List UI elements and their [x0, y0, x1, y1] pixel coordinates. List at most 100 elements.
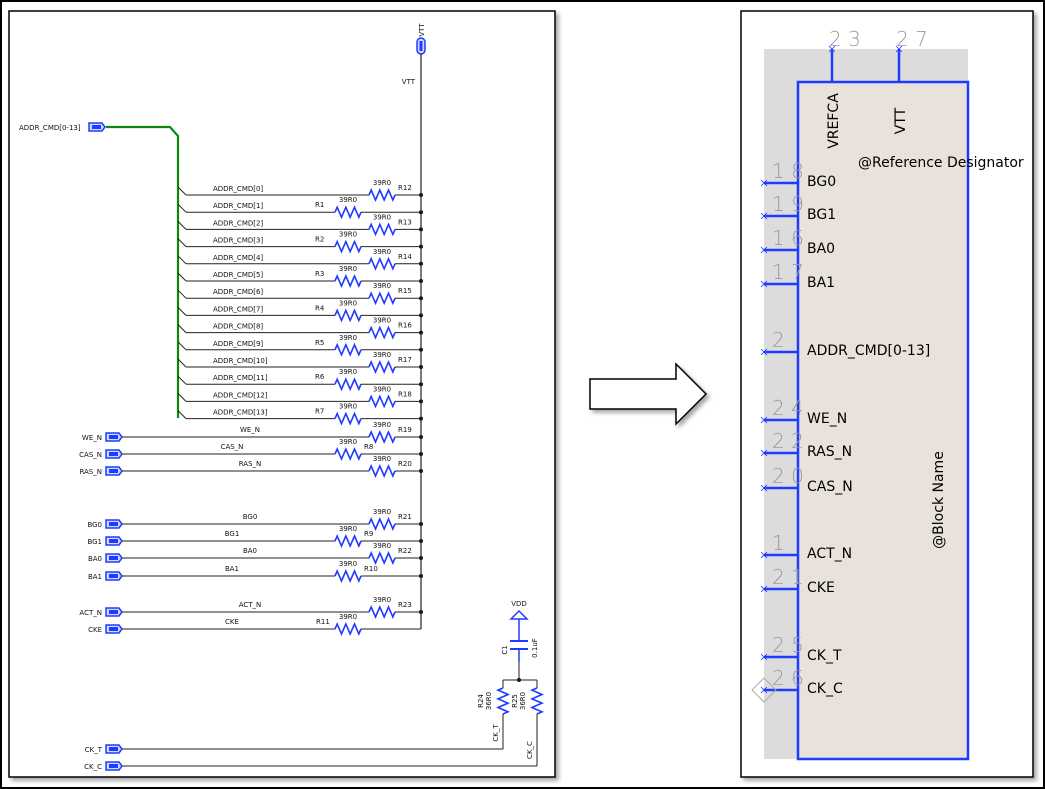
pin-name: ADDR_CMD[0-13]: [807, 343, 930, 359]
net-label: ADDR_CMD[3]: [213, 237, 263, 245]
net-label: ADDR_CMD[12]: [213, 391, 268, 399]
r24-value: 36R0: [485, 692, 493, 710]
port-connector-icon: [105, 432, 123, 442]
net-label: ADDR_CMD[10]: [213, 357, 268, 365]
resistor-value: 39R0: [339, 265, 357, 273]
resistor-icon: [334, 205, 362, 220]
pin-number: 2 4: [772, 396, 804, 420]
bus-entry: [177, 393, 187, 402]
port-fill: [109, 452, 118, 456]
r25-value: 36R0: [519, 692, 527, 710]
vdd-label: VDD: [511, 600, 527, 608]
resistor-value: 39R0: [339, 613, 357, 621]
resistor-value: 39R0: [339, 334, 357, 342]
resistor-icon: [368, 394, 396, 409]
resistor-icon: [334, 239, 362, 254]
net-label: ADDR_CMD[1]: [213, 202, 263, 210]
bus-port-label: ADDR_CMD[0-13]: [19, 124, 81, 132]
net-label: WE_N: [240, 426, 260, 434]
bus-entry: [177, 221, 187, 230]
pin-name: ACT_N: [807, 546, 852, 562]
resistor-ref: R5: [315, 339, 324, 347]
resistor-value: 39R0: [373, 282, 391, 290]
pin-end-marker-icon: [760, 416, 768, 424]
port-connector-icon: [105, 449, 123, 459]
arrow-right-icon: [589, 362, 708, 426]
pin-end-marker-icon: [760, 449, 768, 457]
pin-number: 2 2: [772, 429, 804, 453]
pin-number: 1 9: [772, 192, 804, 216]
resistor-ref: R20: [398, 460, 412, 468]
pin-name: BG1: [807, 207, 836, 223]
bus-entry: [177, 307, 187, 316]
power-port-fill: [419, 41, 423, 51]
cap-ref: C1: [501, 645, 509, 654]
port-label: CK_T: [85, 746, 103, 754]
cap-value: 0.1uF: [531, 638, 539, 658]
port-fill: [109, 469, 118, 473]
port-fill: [109, 574, 118, 578]
resistor-value: 39R0: [339, 438, 357, 446]
resistor-icon: [334, 533, 362, 549]
pin-number: 2 1: [772, 565, 804, 589]
resistor-icon: [368, 187, 396, 203]
port-fill: [109, 610, 118, 614]
resistor-ref: R3: [315, 270, 324, 278]
port-connector-icon: [105, 607, 123, 617]
port-fill: [109, 556, 118, 560]
pin-name: VTT: [893, 107, 909, 134]
port-connector-icon: [105, 761, 123, 771]
r24-resistor-icon: [495, 687, 511, 715]
resistor-value: 39R0: [373, 248, 391, 256]
pin-name: CK_T: [807, 648, 842, 664]
net-label: BA0: [243, 547, 257, 555]
resistor-ref: R4: [315, 304, 325, 312]
resistor-icon: [368, 550, 396, 566]
pin-end-marker-icon: [760, 551, 768, 559]
bus-entry: [177, 375, 187, 385]
resistor-value: 39R0: [373, 596, 391, 604]
port-connector-icon: [105, 744, 123, 754]
port-fill: [92, 125, 101, 129]
resistor-value: 39R0: [373, 213, 391, 221]
net-label: CKE: [225, 618, 239, 626]
pin-number: 2 5: [772, 633, 804, 657]
port-fill: [109, 522, 118, 526]
net-label: ADDR_CMD[7]: [213, 305, 263, 313]
pin-number: 2 0: [772, 464, 804, 488]
r25-ref: R25: [511, 694, 519, 708]
resistor-icon: [334, 621, 362, 637]
net-label: ADDR_CMD[13]: [213, 409, 268, 417]
pin-number: 2 6: [772, 666, 804, 690]
pin-name: WE_N: [807, 411, 847, 427]
resistor-icon: [368, 516, 396, 532]
resistor-value: 39R0: [373, 351, 391, 359]
pin-end-marker-icon: [760, 280, 768, 288]
bus-entry: [177, 410, 187, 419]
port-label: ACT_N: [79, 609, 102, 617]
addr-cmd-bus: [106, 125, 180, 418]
clock-port-row: CK_C: [84, 761, 537, 771]
bus-entry: [177, 341, 187, 351]
resistor-value: 39R0: [373, 421, 391, 429]
net-label: BG0: [243, 513, 258, 521]
port-connector-icon: [105, 536, 123, 546]
resistor-ref: R12: [398, 184, 412, 192]
symbol-body: [796, 80, 970, 761]
resistor-icon: [334, 342, 362, 357]
resistor-ref: R1: [315, 201, 324, 209]
